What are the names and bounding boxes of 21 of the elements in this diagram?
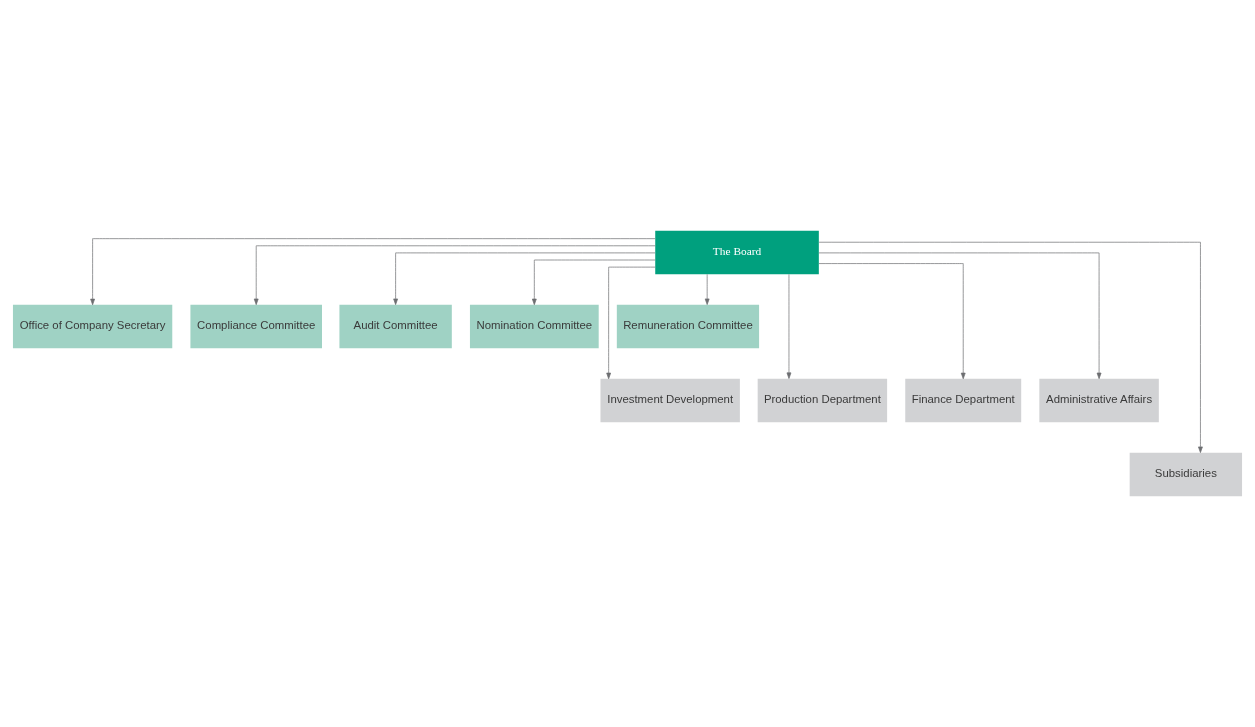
node-box: Investment Development xyxy=(600,378,740,423)
arrow xyxy=(253,245,656,306)
node-box: Production Department xyxy=(757,378,888,423)
node-box: Audit Committee xyxy=(339,304,452,349)
arrow xyxy=(606,266,656,380)
node-box: The Board xyxy=(655,230,819,275)
node-box: Office of Company Secretary xyxy=(12,304,173,349)
arrow xyxy=(704,273,710,305)
arrow xyxy=(531,259,656,306)
arrow xyxy=(786,274,792,379)
node-box: Compliance Committee xyxy=(190,304,322,349)
arrow xyxy=(818,252,1102,380)
arrow xyxy=(90,238,656,306)
arrow xyxy=(818,263,966,380)
arrow xyxy=(393,252,656,305)
node-box: Subsidiaries xyxy=(1129,452,1243,497)
node-box: Administrative Affairs xyxy=(1039,378,1159,423)
node-box: Nomination Committee xyxy=(469,304,599,349)
node-box: Finance Department xyxy=(905,378,1022,423)
arrow xyxy=(818,241,1203,453)
node-box: Remuneration Committee xyxy=(616,304,760,349)
